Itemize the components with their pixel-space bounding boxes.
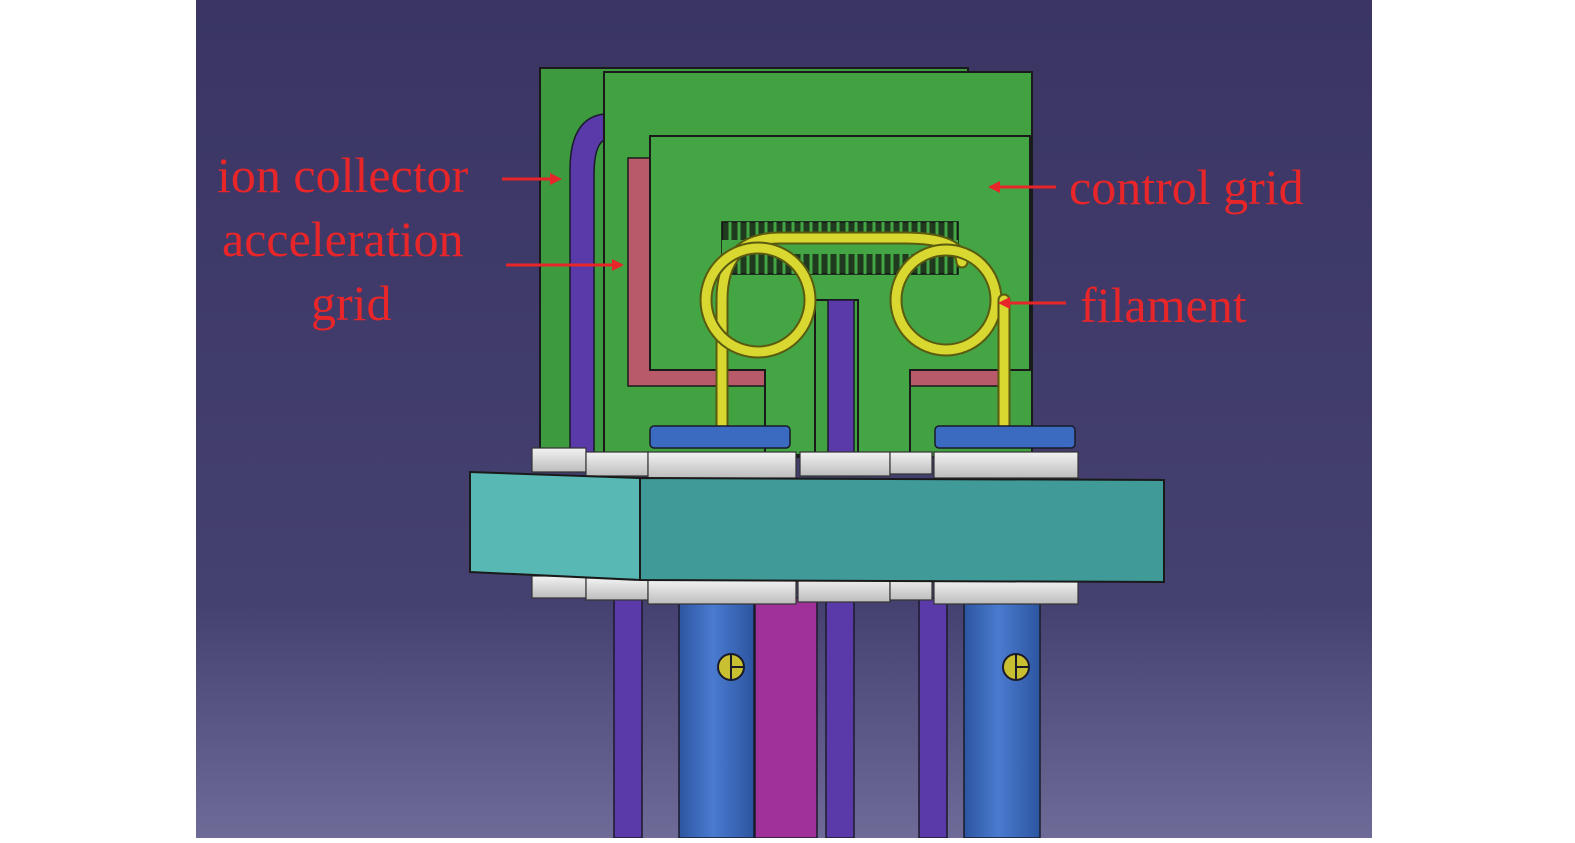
support-rods — [613, 597, 1041, 839]
annotation-arrows — [502, 173, 1066, 309]
control-grid-plate — [649, 135, 1031, 456]
label-filament: filament — [1080, 277, 1247, 333]
center-rod — [827, 299, 855, 461]
label-acceleration-grid-line1: acceleration — [222, 211, 464, 267]
filament-mounts — [649, 425, 1076, 449]
label-control-grid: control grid — [1069, 159, 1304, 215]
teal-base-block — [469, 470, 1165, 584]
bottom-washers — [531, 575, 1079, 605]
label-ion-collector: ion collector — [217, 147, 469, 203]
filament-wire — [699, 231, 1011, 437]
label-acceleration-grid-line2: grid — [311, 275, 392, 331]
top-washers — [531, 447, 1079, 479]
